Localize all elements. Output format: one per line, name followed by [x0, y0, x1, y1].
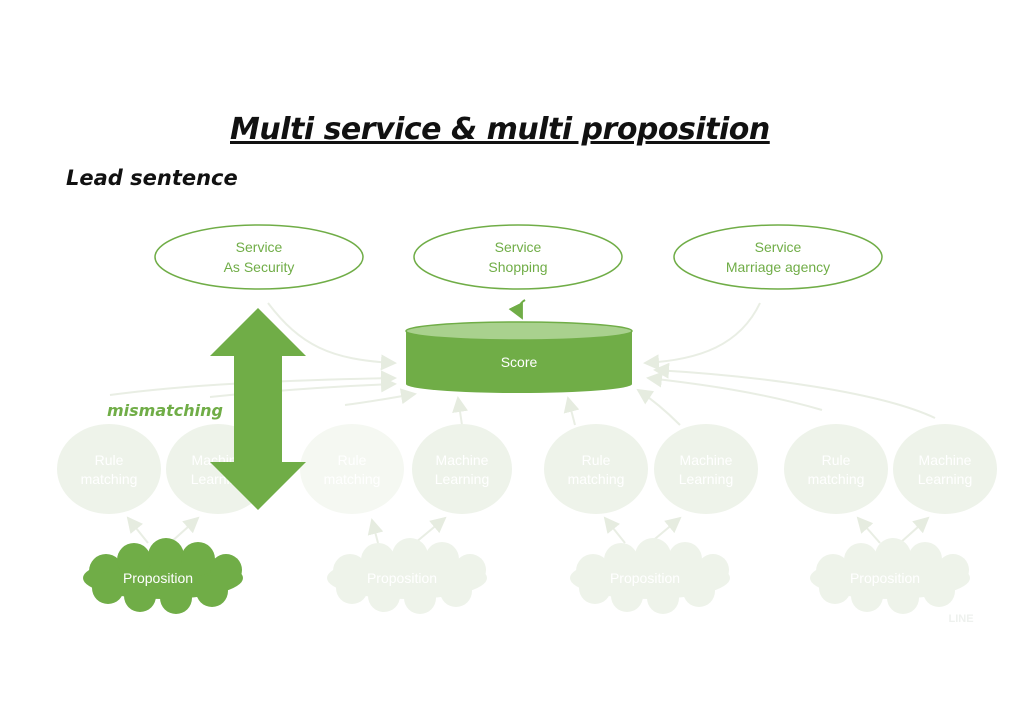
svg-text:matching: matching [324, 471, 381, 487]
service-shopping-line2: Shopping [488, 259, 547, 275]
svg-text:Machine: Machine [680, 452, 733, 468]
node-ml-4: Machine Learning [893, 424, 997, 514]
service-shopping: Service Shopping [413, 224, 623, 290]
mismatching-label: mismatching [107, 401, 223, 420]
proposition-label-2: Proposition [367, 570, 437, 586]
svg-text:Machine: Machine [919, 452, 972, 468]
service-security-line1: Service [236, 239, 283, 255]
node-rule-3: Rule matching [544, 424, 648, 514]
svg-text:Machine: Machine [436, 452, 489, 468]
svg-text:matching: matching [568, 471, 625, 487]
proposition-label-3: Proposition [610, 570, 680, 586]
node-rule-2: Rule matching [300, 424, 404, 514]
lead-sentence: Lead sentence [66, 166, 238, 190]
score-arrow [508, 299, 526, 320]
svg-text:matching: matching [808, 471, 865, 487]
score-database: Score [405, 321, 633, 393]
service-marriage-line2: Marriage agency [726, 259, 830, 275]
svg-text:Rule: Rule [95, 452, 124, 468]
svg-text:Rule: Rule [822, 452, 851, 468]
proposition-cloud-1: Proposition [83, 538, 243, 614]
proposition-label-4: Proposition [850, 570, 920, 586]
node-ml-2: Machine Learning [412, 424, 512, 514]
service-security: Service As Security [154, 224, 364, 290]
svg-text:Learning: Learning [679, 471, 734, 487]
service-marriage-line1: Service [755, 239, 802, 255]
service-marriage-agency: Service Marriage agency [673, 224, 883, 290]
svg-text:Rule: Rule [582, 452, 611, 468]
svg-text:matching: matching [81, 471, 138, 487]
node-rule-1: Rule matching [57, 424, 161, 514]
svg-text:Rule: Rule [338, 452, 367, 468]
line-logo: LINE [948, 613, 973, 625]
service-security-line2: As Security [224, 259, 295, 275]
mismatch-double-arrow [210, 308, 306, 510]
proposition-label-1: Proposition [123, 570, 193, 586]
svg-text:Learning: Learning [435, 471, 490, 487]
node-ml-3: Machine Learning [654, 424, 758, 514]
engine-nodes: Rule matching Machine Learning Rule matc… [57, 424, 997, 514]
score-label: Score [501, 354, 538, 370]
proposition-cloud-3: Proposition [570, 538, 730, 614]
proposition-cloud-2: Proposition [327, 538, 487, 614]
node-rule-4: Rule matching [784, 424, 888, 514]
service-shopping-line1: Service [495, 239, 542, 255]
proposition-cloud-4: Proposition [810, 538, 970, 614]
page-title: Multi service & multi proposition [230, 112, 770, 147]
svg-text:Learning: Learning [918, 471, 973, 487]
